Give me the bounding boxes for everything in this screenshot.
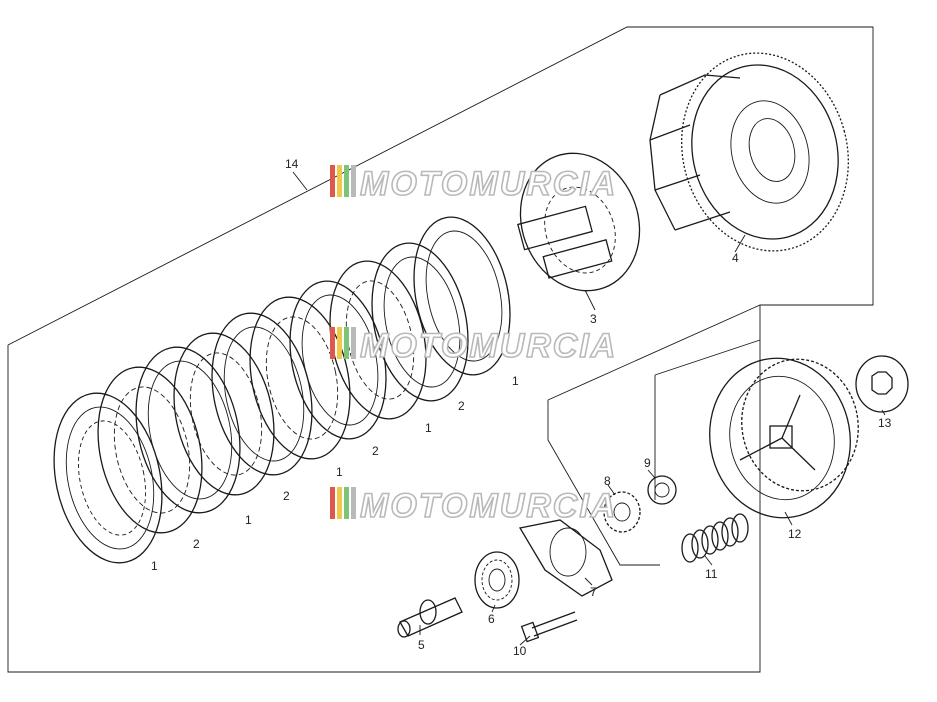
spring-group-outline	[654, 339, 761, 376]
label-2: 2	[193, 537, 200, 551]
label-1: 1	[336, 465, 343, 479]
label-2: 2	[372, 444, 379, 458]
friction-disc	[53, 392, 163, 564]
clutch-housing	[649, 52, 849, 252]
friction-disc	[289, 280, 387, 440]
subgroup-inner-outline	[547, 400, 660, 566]
border-outline	[7, 26, 874, 673]
label-7: 7	[590, 585, 597, 599]
thrust-washer	[647, 475, 677, 505]
label-14: 14	[285, 157, 299, 171]
label-4: 4	[732, 251, 739, 265]
friction-disc	[413, 216, 511, 376]
lock-washer	[855, 355, 909, 413]
friction-disc	[135, 346, 241, 514]
label-1: 1	[512, 374, 519, 388]
primary-gear	[709, 357, 859, 519]
pressure-plate	[517, 152, 641, 292]
steel-disc	[249, 296, 351, 460]
label-1: 1	[425, 421, 432, 435]
watermark-bottom: MOTOMURCIA	[330, 486, 617, 526]
label-2: 2	[283, 489, 290, 503]
friction-disc	[211, 312, 313, 476]
label-3: 3	[590, 312, 597, 326]
friction-disc	[371, 242, 469, 402]
label-1: 1	[245, 513, 252, 527]
label-13: 13	[878, 416, 892, 430]
leader-14	[292, 171, 308, 191]
steel-disc	[97, 366, 203, 534]
watermark-text: MOTOMURCIA	[360, 487, 617, 525]
subgroup-outline	[547, 304, 761, 401]
watermark-text: MOTOMURCIA	[360, 165, 617, 203]
label-2: 2	[458, 399, 465, 413]
push-rod	[397, 597, 463, 638]
clutch-nut	[603, 491, 641, 533]
watermark-top: MOTOMURCIA	[330, 164, 617, 204]
watermark-middle: MOTOMURCIA	[330, 326, 617, 366]
part-labels: 14 3 4 1 2 1 2 1 2 1 2 1 8 9 7 6 5 10 11…	[151, 157, 892, 658]
watermark-text: MOTOMURCIA	[360, 327, 617, 365]
label-6: 6	[488, 612, 495, 626]
lifter-plate	[518, 519, 613, 597]
label-8: 8	[604, 474, 611, 488]
label-1: 1	[151, 559, 158, 573]
label-12: 12	[788, 527, 802, 541]
label-9: 9	[644, 456, 651, 470]
steel-disc	[173, 332, 275, 496]
leader-lines	[419, 234, 886, 646]
label-10: 10	[513, 644, 527, 658]
label-5: 5	[418, 638, 425, 652]
bolt	[520, 611, 578, 643]
clutch-spring	[681, 513, 749, 563]
bearing	[474, 551, 520, 609]
label-11: 11	[705, 567, 718, 581]
